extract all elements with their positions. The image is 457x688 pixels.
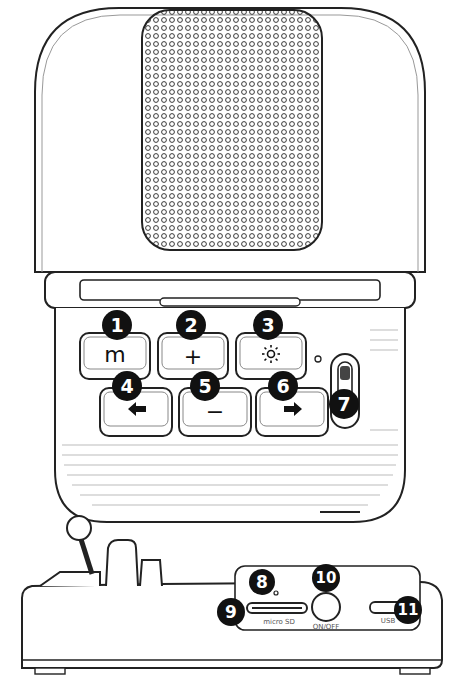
callout-number: 5 — [198, 377, 211, 396]
callout-number: 8 — [256, 574, 268, 591]
callout-number: 7 — [337, 395, 350, 414]
port-label: USB — [381, 618, 395, 625]
callout-number: 3 — [261, 316, 274, 335]
callout-number: 11 — [398, 603, 419, 618]
button-symbol: m — [104, 344, 125, 366]
callout-number: 10 — [316, 571, 337, 586]
callout-number: 6 — [276, 377, 289, 396]
callout-number: 1 — [110, 316, 123, 335]
callout-number: 2 — [184, 316, 197, 335]
callout-number: 4 — [120, 377, 133, 396]
button-symbol: − — [206, 401, 224, 423]
port-label: ON/OFF — [313, 624, 340, 631]
port-label: micro SD — [263, 619, 295, 626]
button-symbol: + — [184, 346, 202, 368]
callout-number: 9 — [225, 604, 237, 621]
